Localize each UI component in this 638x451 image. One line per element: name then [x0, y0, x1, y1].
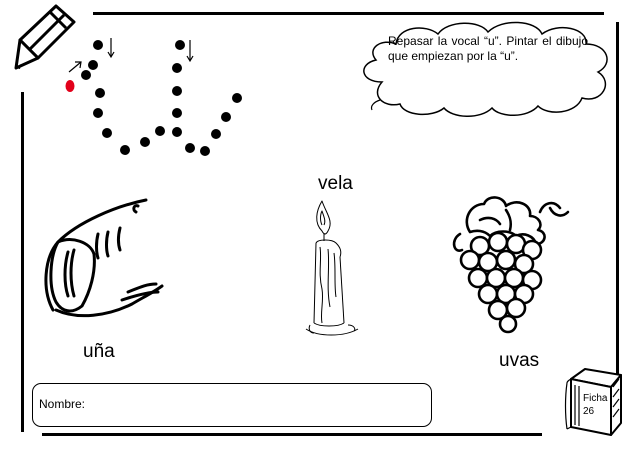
letter-u-tracing	[65, 38, 242, 156]
fingernail-icon	[44, 198, 164, 318]
ficha-word: Ficha	[583, 393, 608, 404]
book-icon	[564, 368, 622, 436]
candle-icon	[305, 200, 359, 336]
start-dot	[65, 80, 75, 92]
word-una: uña	[83, 341, 115, 362]
name-label: Nombre:	[39, 397, 86, 411]
instructions-text: Repasar la vocal “u”. Pintar el dibujo q…	[388, 34, 588, 63]
left-border	[21, 92, 24, 432]
right-border	[616, 22, 619, 377]
top-border	[93, 12, 604, 15]
word-vela: vela	[318, 173, 353, 194]
pencil-icon	[14, 4, 76, 70]
ficha-label: Ficha 26	[583, 392, 607, 418]
grapes-icon	[452, 196, 570, 334]
ficha-number: 26	[583, 406, 595, 417]
bottom-border	[42, 433, 542, 436]
instruction-cloud	[363, 21, 608, 117]
name-field[interactable]: Nombre:	[32, 383, 432, 427]
word-uvas: uvas	[499, 350, 540, 371]
